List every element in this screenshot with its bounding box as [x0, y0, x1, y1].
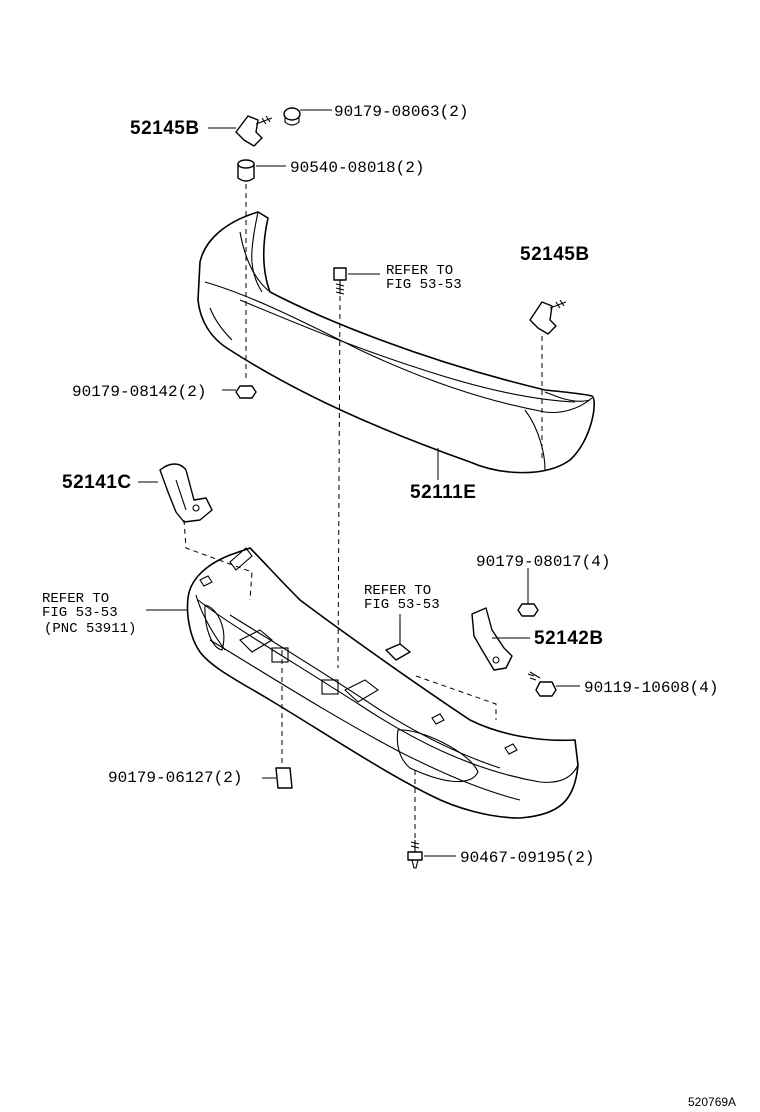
upper-bumper-cover — [197, 211, 595, 474]
part-labels: 52145B 90179-08063(2) 90540-08018(2) REF… — [42, 103, 736, 1109]
bolt-90119-10608-icon — [527, 671, 557, 697]
bracket-52141c-icon — [159, 463, 213, 523]
leader-lines — [138, 109, 580, 857]
label-refer-mid-2: FIG 53-53 — [364, 597, 440, 613]
bolt-refer-upper-icon — [333, 267, 347, 295]
label-refer-mid-1: REFER TO — [364, 583, 431, 599]
label-refer-left-2: FIG 53-53 — [42, 605, 118, 621]
label-refer-left-1: REFER TO — [42, 591, 109, 607]
label-refer-left-3: (PNC 53911) — [44, 621, 136, 637]
clip-refer-middle-icon — [385, 620, 411, 661]
label-nut-right: 90179-08017(4) — [476, 553, 610, 571]
lower-bumper-cover — [186, 547, 579, 819]
bracket-52142b-icon — [471, 607, 513, 671]
diagram-id: 520769A — [688, 1095, 736, 1109]
label-nut-lower-left: 90179-06127(2) — [108, 769, 242, 787]
label-upper-cover: 52111E — [410, 482, 476, 503]
label-bracket-right: 52145B — [520, 244, 590, 265]
label-refer-upper-1: REFER TO — [386, 263, 453, 279]
nut-90179-08142-icon — [235, 385, 257, 399]
nut-90179-08017-icon — [517, 603, 539, 617]
screw-90467-09195-icon — [407, 840, 423, 869]
bracket-52145b-top-icon — [235, 115, 273, 147]
label-screw-bottom: 90467-09195(2) — [460, 849, 594, 867]
nut-90179-06127-icon — [275, 767, 293, 789]
assembly-lines — [183, 184, 543, 838]
label-refer-upper-2: FIG 53-53 — [386, 277, 462, 293]
label-bolt-right: 90119-10608(4) — [584, 679, 718, 697]
label-bracket-top: 52145B — [130, 118, 200, 139]
bracket-52145b-right-icon — [529, 299, 567, 335]
label-bracket-right-lower: 52142B — [534, 628, 604, 649]
label-clip-top: 90179-08063(2) — [334, 103, 468, 121]
cushion-90540-08018-icon — [237, 159, 255, 182]
label-nut-left: 90179-08142(2) — [72, 383, 206, 401]
clip-90179-08063-icon — [283, 107, 301, 126]
label-cushion: 90540-08018(2) — [290, 159, 424, 177]
label-bracket-left: 52141C — [62, 472, 132, 493]
